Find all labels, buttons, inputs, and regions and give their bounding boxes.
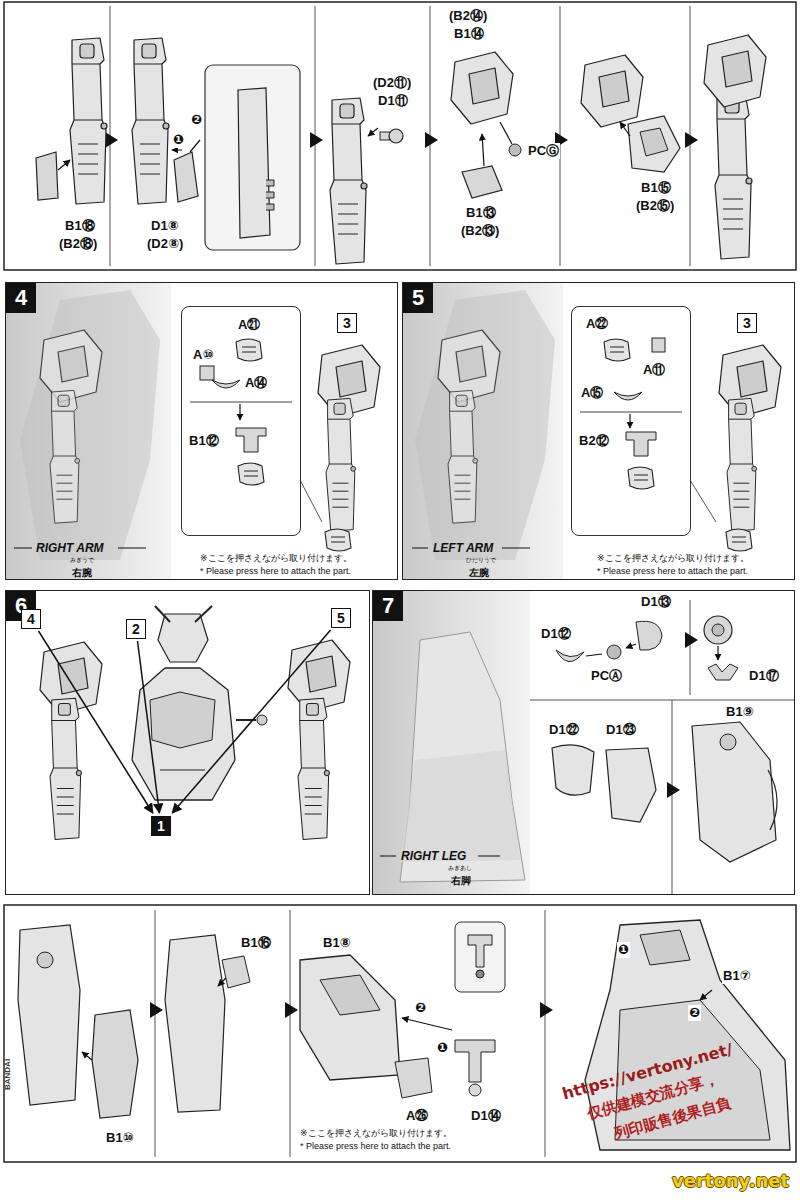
part-number: PCⒼ — [527, 143, 560, 159]
assembly-note: * Please press here to attach the part. — [597, 566, 748, 577]
step-number: 5 — [403, 283, 433, 313]
assembly-note: ※ここを押さえながら取り付けます。 — [200, 553, 352, 564]
part-number: D1⑧ — [150, 218, 180, 234]
order-mark: ❷ — [414, 1000, 427, 1016]
step-reference-number: 2 — [132, 622, 140, 636]
section-title: RIGHT ARM — [36, 541, 104, 555]
detail-inset: A㉒ A⑪ A⑮ B2⑫ — [571, 306, 691, 536]
part-number: B1⑯ — [240, 935, 272, 951]
furigana: みぎうで — [70, 556, 94, 563]
part-number: PCⒶ — [590, 668, 623, 684]
step-reference: 1 — [151, 816, 171, 836]
watermark: vertony.net — [672, 1170, 789, 1191]
step-reference-number: 1 — [157, 819, 165, 833]
part-number: D1⑪ — [377, 93, 409, 109]
section-title-jp: 右腕 — [72, 566, 92, 580]
assembly-note: ※ここを押さえながら取り付けます。 — [300, 1128, 452, 1139]
part-number: A㉒ — [585, 316, 609, 332]
part-number: (B2⑮) — [635, 198, 675, 214]
part-number: D1⑫ — [540, 626, 572, 642]
step-reference: 5 — [331, 608, 351, 628]
order-mark: ❶ — [172, 132, 185, 148]
step-panel: 5LEFT ARM 左腕 A㉒ A⑪ A⑮ B2⑫ 3 — [402, 282, 795, 580]
order-mark: ❷ — [688, 1005, 701, 1021]
furigana: みぎあし — [448, 864, 472, 871]
part-number: B1⑭ — [453, 26, 485, 42]
section-title: LEFT ARM — [433, 541, 493, 555]
part-number: D1㉓ — [605, 722, 637, 738]
step-panel: 7RIGHT LEG 右脚 — [372, 590, 795, 895]
detail-inset: A㉑ A⑩ A⑭ B1⑫ — [181, 306, 301, 536]
part-number: A⑪ — [642, 362, 666, 378]
part-number: D1⑰ — [748, 668, 780, 684]
part-number: B2⑫ — [578, 433, 610, 449]
furigana: ひだりうで — [466, 556, 496, 563]
step-panel: 62415 — [5, 590, 370, 895]
part-number: B1⑱ — [64, 218, 96, 234]
part-number: D1⑭ — [470, 1108, 502, 1124]
assembly-arrow — [138, 641, 160, 813]
step-reference-number: 3 — [343, 316, 351, 330]
assembly-note: * Please press here to attach the part. — [300, 1141, 451, 1152]
part-number: B1⑫ — [188, 433, 220, 449]
step-reference: 3 — [337, 313, 357, 333]
step-reference-number: 5 — [337, 611, 345, 625]
part-number: D1㉒ — [548, 722, 580, 738]
assembly-note: * Please press here to attach the part. — [200, 566, 351, 577]
part-number: A⑩ — [192, 347, 214, 363]
step-reference: 3 — [737, 313, 757, 333]
part-number: (B2⑭) — [448, 8, 488, 24]
part-number: B1⑩ — [105, 1130, 135, 1146]
part-number: B1⑨ — [725, 704, 755, 720]
order-mark: ❷ — [190, 112, 203, 128]
step-panel: 4RIGHT ARM 右腕 A㉑ A⑩ A⑭ B1⑫ 3 — [5, 282, 398, 580]
part-number: B1⑦ — [722, 968, 752, 984]
step-reference: 4 — [21, 609, 41, 629]
section-title: RIGHT LEG — [401, 849, 466, 863]
part-number: (D2⑪) — [372, 75, 412, 91]
step-number: 7 — [373, 591, 403, 621]
part-number: D1⑬ — [640, 594, 672, 610]
part-number: A⑮ — [580, 385, 604, 401]
part-number: A㉖ — [405, 1108, 429, 1124]
step-reference: 2 — [126, 619, 146, 639]
assembly-arrow — [172, 630, 330, 813]
part-number: B1⑧ — [322, 935, 352, 951]
part-number: A⑭ — [244, 375, 268, 391]
section-title-jp: 左腕 — [469, 566, 489, 580]
order-mark: ❶ — [617, 942, 630, 958]
step-reference-number: 4 — [27, 612, 35, 626]
part-number: (B2⑱) — [58, 236, 98, 252]
brand-mark: BANDAI — [3, 1059, 12, 1090]
part-number: B1⑬ — [465, 205, 497, 221]
part-number: (B2⑬) — [460, 223, 500, 239]
order-mark: ❶ — [436, 1040, 449, 1056]
step-reference-number: 3 — [743, 316, 751, 330]
section-title-jp: 右脚 — [451, 874, 471, 888]
step-number: 4 — [6, 283, 36, 313]
assembly-arrow — [39, 631, 153, 813]
part-number: A㉑ — [237, 317, 261, 333]
part-number: B1⑮ — [640, 180, 672, 196]
part-number: (D2⑧) — [146, 236, 184, 252]
assembly-note: ※ここを押さえながら取り付けます。 — [597, 553, 749, 564]
